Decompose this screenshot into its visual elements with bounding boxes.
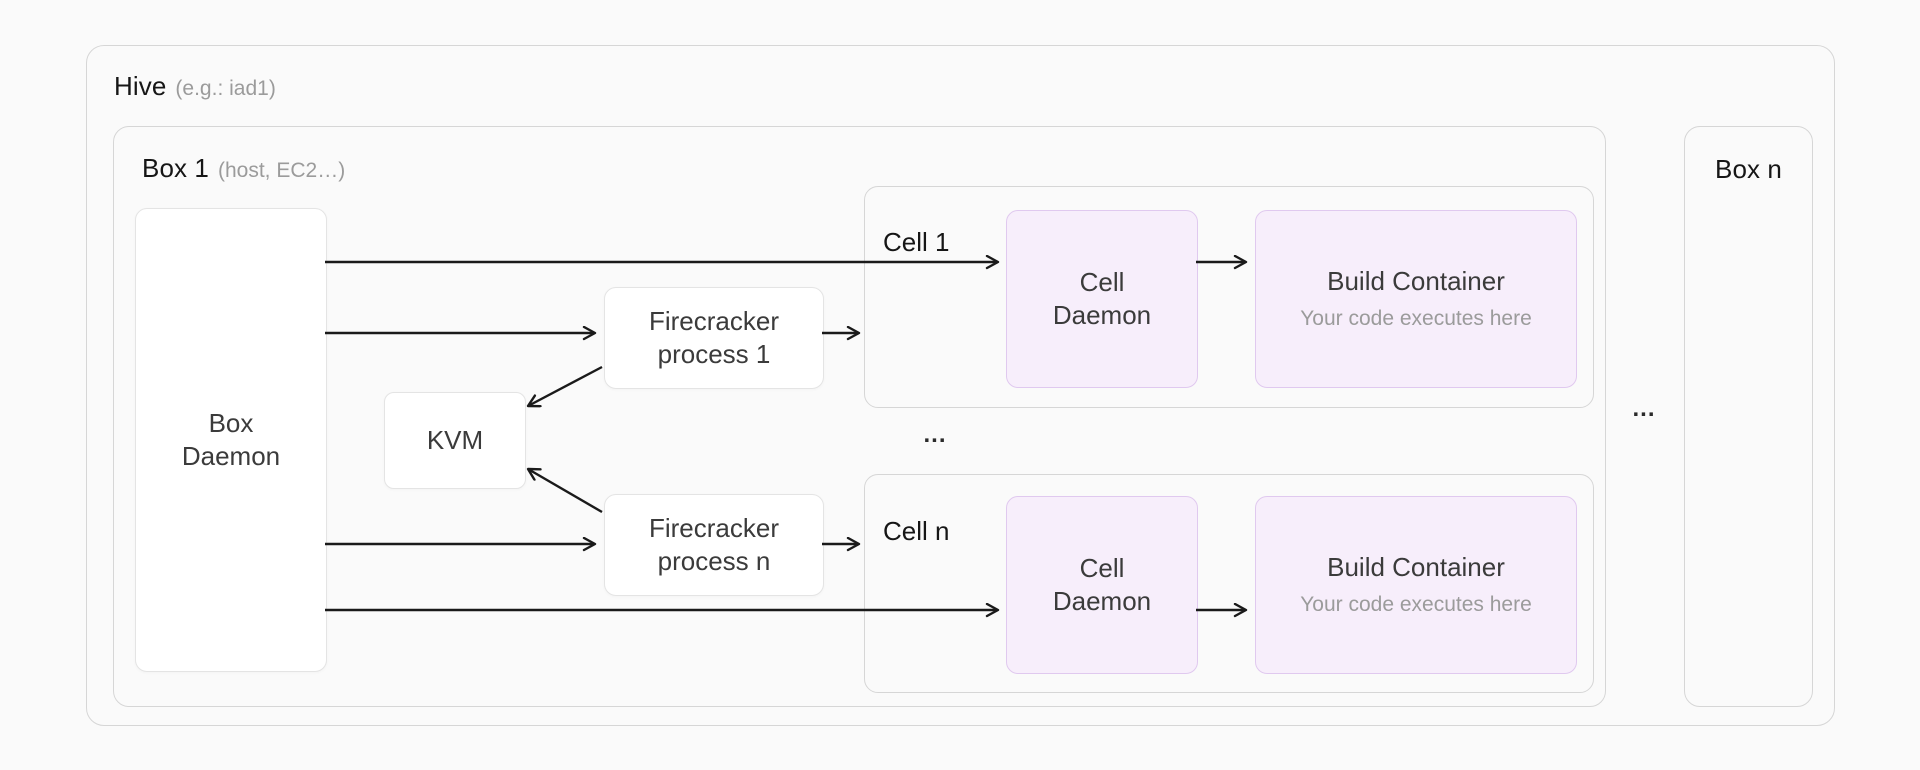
kvm-label: KVM xyxy=(426,424,484,455)
celln-daemon-label: Cell Daemon xyxy=(1052,552,1152,616)
firecracker-1-label: Firecracker process 1 xyxy=(648,305,779,369)
cell1-label: Cell 1 xyxy=(883,227,950,257)
hive-note: (e.g.: iad1) xyxy=(175,77,276,100)
celln-label: Cell n xyxy=(883,516,950,546)
boxn-container: Box n xyxy=(1684,126,1813,707)
celln-build-title: Build Container xyxy=(1327,552,1505,583)
box-daemon-node: Box Daemon xyxy=(135,208,327,672)
cell1-container: Cell 1 Cell Daemon Build Container Your … xyxy=(864,186,1594,408)
cell1-build-title: Build Container xyxy=(1327,266,1505,297)
cell1-daemon-node: Cell Daemon xyxy=(1006,210,1198,388)
firecracker-n-node: Firecracker process n xyxy=(604,494,824,596)
firecracker-n-label: Firecracker process n xyxy=(648,512,779,576)
box1-header: Box 1 (host, EC2…) xyxy=(142,153,345,184)
cell1-build-container-node: Build Container Your code executes here xyxy=(1255,210,1577,388)
cell1-build-subtitle: Your code executes here xyxy=(1300,306,1532,330)
box1-title: Box 1 xyxy=(142,153,209,183)
box1-note: (host, EC2…) xyxy=(218,159,346,182)
celln-build-container-node: Build Container Your code executes here xyxy=(1255,496,1577,674)
box-daemon-label: Box Daemon xyxy=(181,407,281,471)
hive-header: Hive (e.g.: iad1) xyxy=(114,71,276,102)
kvm-node: KVM xyxy=(384,392,526,489)
celln-container: Cell n Cell Daemon Build Container Your … xyxy=(864,474,1594,693)
firecracker-1-node: Firecracker process 1 xyxy=(604,287,824,389)
boxn-title: Box n xyxy=(1715,154,1782,184)
box1-container: Box 1 (host, EC2…) Box Daemon KVM Firecr… xyxy=(113,126,1606,707)
celln-build-subtitle: Your code executes here xyxy=(1300,592,1532,616)
cell1-daemon-label: Cell Daemon xyxy=(1052,266,1152,330)
hive-title: Hive xyxy=(114,71,167,101)
cells-ellipsis: ... xyxy=(923,421,947,448)
boxes-ellipsis: ... xyxy=(1632,395,1656,422)
hive-container: Hive (e.g.: iad1) Box 1 (host, EC2…) Box… xyxy=(86,45,1835,726)
celln-daemon-node: Cell Daemon xyxy=(1006,496,1198,674)
